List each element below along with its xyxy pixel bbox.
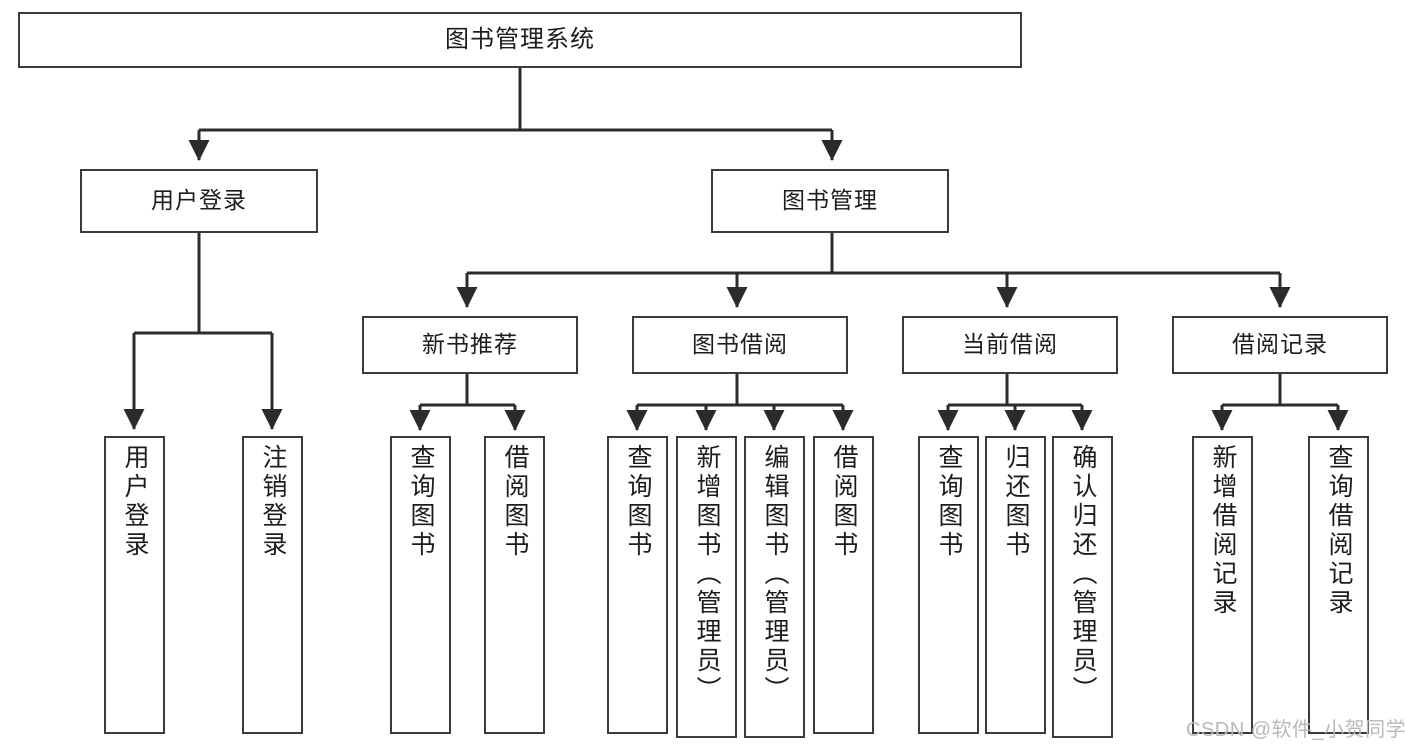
node-leaf-borrow-book-borrow[interactable]: 借阅图书	[813, 436, 874, 734]
node-leaf-add-book-label: 新增图书（管理员）	[693, 444, 721, 705]
node-borrow-record-label: 借阅记录	[1232, 331, 1328, 358]
node-root-system-label: 图书管理系统	[445, 25, 595, 53]
node-borrow-record[interactable]: 借阅记录	[1172, 316, 1388, 374]
node-book-management[interactable]: 图书管理	[711, 169, 949, 233]
node-leaf-borrow-book-recommend-label: 借阅图书	[501, 444, 529, 560]
node-leaf-add-book[interactable]: 新增图书（管理员）	[676, 436, 737, 738]
node-leaf-query-book-recommend-label: 查询图书	[407, 444, 435, 560]
node-current-borrow-label: 当前借阅	[962, 331, 1058, 358]
node-leaf-query-borrow-record-label: 查询借阅记录	[1325, 444, 1353, 618]
node-leaf-add-borrow-record-label: 新增借阅记录	[1209, 444, 1237, 618]
node-new-book-recommend-label: 新书推荐	[422, 331, 518, 358]
node-leaf-query-book-current-label: 查询图书	[935, 444, 963, 560]
node-leaf-confirm-return[interactable]: 确认归还（管理员）	[1052, 436, 1113, 738]
node-leaf-logout-login-label: 注销登录	[259, 444, 287, 560]
node-leaf-query-borrow-record[interactable]: 查询借阅记录	[1308, 436, 1369, 734]
node-root-system[interactable]: 图书管理系统	[18, 12, 1022, 68]
node-book-borrow-label: 图书借阅	[692, 331, 788, 358]
node-user-login-label: 用户登录	[151, 187, 247, 214]
node-leaf-user-login-label: 用户登录	[121, 444, 149, 560]
node-leaf-return-book-label: 归还图书	[1002, 444, 1030, 560]
node-new-book-recommend[interactable]: 新书推荐	[362, 316, 578, 374]
node-leaf-query-book-current[interactable]: 查询图书	[918, 436, 979, 734]
node-leaf-edit-book-label: 编辑图书（管理员）	[761, 444, 789, 705]
node-leaf-return-book[interactable]: 归还图书	[985, 436, 1046, 734]
node-leaf-logout-login[interactable]: 注销登录	[242, 436, 303, 734]
node-leaf-user-login[interactable]: 用户登录	[104, 436, 165, 734]
node-leaf-edit-book[interactable]: 编辑图书（管理员）	[744, 436, 805, 738]
node-book-management-label: 图书管理	[782, 187, 878, 214]
node-leaf-query-book-borrow[interactable]: 查询图书	[607, 436, 668, 734]
watermark-text: CSDN @软件_小贺同学	[1186, 719, 1405, 741]
node-book-borrow[interactable]: 图书借阅	[632, 316, 848, 374]
node-leaf-add-borrow-record[interactable]: 新增借阅记录	[1192, 436, 1253, 734]
node-current-borrow[interactable]: 当前借阅	[902, 316, 1118, 374]
node-user-login[interactable]: 用户登录	[80, 169, 318, 233]
node-leaf-borrow-book-borrow-label: 借阅图书	[830, 444, 858, 560]
node-leaf-query-book-recommend[interactable]: 查询图书	[390, 436, 451, 734]
node-leaf-borrow-book-recommend[interactable]: 借阅图书	[484, 436, 545, 734]
node-leaf-query-book-borrow-label: 查询图书	[624, 444, 652, 560]
node-leaf-confirm-return-label: 确认归还（管理员）	[1069, 444, 1097, 705]
